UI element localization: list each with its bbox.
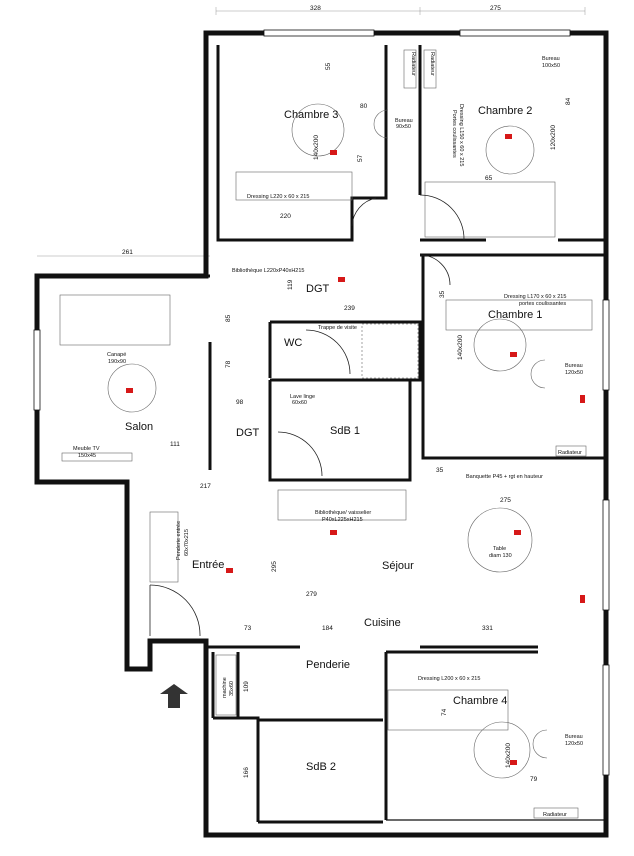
table-label: Table (493, 546, 506, 552)
bureau-c3-size: 90x50 (396, 124, 411, 130)
dim-98: 98 (236, 399, 244, 406)
radiateur-c3-label: Radiateur (410, 52, 416, 76)
room-sejour: Séjour (382, 560, 414, 572)
doors (149, 194, 465, 637)
dim-73: 73 (244, 625, 252, 632)
dim-55: 55 (325, 62, 332, 70)
radiateur-c2-label: Radiateur (429, 52, 435, 76)
dim-279: 279 (306, 591, 317, 598)
room-chambre-4: Chambre 4 (453, 695, 507, 707)
top-dimension-lines (37, 7, 586, 257)
canape-size: 190x90 (108, 359, 126, 365)
dressing-c1-label: Dressing L170 x 60 x 215 (504, 294, 566, 300)
dim-top-right: 275 (490, 5, 501, 12)
bibliotheque-sejour-size: P40xL225xH215 (322, 517, 363, 523)
room-chambre-2: Chambre 2 (478, 105, 532, 117)
bureau-c2-label: Bureau (542, 56, 560, 62)
outer-wall (34, 30, 609, 838)
dim-217: 217 (200, 483, 211, 490)
room-chambre-1: Chambre 1 (488, 309, 542, 321)
dim-220: 220 (280, 213, 291, 220)
interior-walls (196, 45, 606, 824)
dim-35a: 35 (439, 290, 446, 298)
dim-109: 109 (243, 681, 250, 692)
dressing-c4-label: Dressing L200 x 60 x 215 (418, 676, 480, 682)
outlet-markers (126, 134, 585, 765)
dim-166: 166 (243, 767, 250, 778)
dim-78: 78 (225, 360, 232, 368)
dim-74: 74 (441, 708, 448, 716)
radiateur-c1-label: Radiateur (558, 450, 582, 456)
dressing-c1-sub: portes coulissantes (519, 301, 566, 307)
table-size: diam 130 (489, 553, 512, 559)
room-sdb-1: SdB 1 (330, 425, 360, 437)
room-salon: Salon (125, 421, 153, 433)
dim-239: 239 (344, 305, 355, 312)
dim-84: 84 (565, 97, 572, 105)
bureau-c1-label: Bureau (565, 363, 583, 369)
room-sdb-2: SdB 2 (306, 761, 336, 773)
dim-331: 331 (482, 625, 493, 632)
furniture (59, 49, 593, 819)
room-wc: WC (284, 337, 302, 349)
bibliotheque-dgt-label: Bibliothèque L220xP40xH215 (232, 268, 304, 274)
bureau-c4-size: 120x50 (565, 741, 583, 747)
bureau-c1-size: 120x50 (565, 370, 583, 376)
meuble-tv-size: 150x45 (78, 453, 96, 459)
bureau-c4-label: Bureau (565, 734, 583, 740)
machine-label: machine (222, 677, 228, 698)
dim-outer-left: 261 (122, 249, 133, 256)
dressing-c2-sub: Portes coulissantes (451, 110, 457, 158)
dim-140-c3: 140x200 (313, 135, 320, 160)
room-entree: Entrée (192, 559, 224, 571)
dim-295: 295 (271, 561, 278, 572)
radiateur-c4-label: Radiateur (543, 812, 567, 818)
lave-linge-label: Lave linge (290, 394, 315, 400)
penderie-entree-label: Penderie entrée (176, 521, 182, 560)
room-penderie: Penderie (306, 659, 350, 671)
dim-65: 65 (485, 175, 493, 182)
dim-85: 85 (225, 314, 232, 322)
entrance-arrow-icon (160, 684, 188, 708)
room-chambre-3: Chambre 3 (284, 109, 338, 121)
room-dgt-top: DGT (306, 283, 330, 295)
lave-linge-size: 60x60 (292, 400, 307, 406)
dim-35b: 35 (436, 467, 444, 474)
trappe-label: Trappe de visite (318, 325, 357, 331)
windows (33, 29, 610, 776)
bureau-c3-label: Bureau (395, 118, 413, 124)
dim-119: 119 (287, 279, 294, 290)
dim-120-c2: 120x200 (550, 125, 557, 150)
penderie-entree-size: 60x70x215 (184, 529, 190, 556)
dressing-c2-label: Dressing L150 x 60 x 215 (458, 104, 464, 166)
dim-80: 80 (360, 103, 368, 110)
room-cuisine: Cuisine (364, 617, 401, 629)
bibliotheque-sejour-label: Bibliothèque/ vaisselier (315, 510, 371, 516)
bureau-c2-size: 100x50 (542, 63, 560, 69)
room-dgt-left: DGT (236, 427, 260, 439)
meuble-tv-label: Meuble TV (73, 446, 100, 452)
machine-size: 35x60 (229, 681, 235, 696)
banquette-label: Banquette P45 + rgt en hauteur (466, 474, 543, 480)
canape-label: Canapé (107, 352, 126, 358)
dim-111: 111 (170, 441, 180, 448)
dim-275-sejour: 275 (500, 497, 511, 504)
dim-79: 79 (530, 776, 538, 783)
dim-184: 184 (322, 625, 333, 632)
dim-top-left: 328 (310, 5, 321, 12)
dim-57: 57 (357, 154, 364, 162)
dressing-c3-label: Dressing L220 x 60 x 215 (247, 194, 309, 200)
dim-140-c4: 140x200 (505, 743, 512, 768)
dim-140-c1: 140x200 (457, 335, 464, 360)
